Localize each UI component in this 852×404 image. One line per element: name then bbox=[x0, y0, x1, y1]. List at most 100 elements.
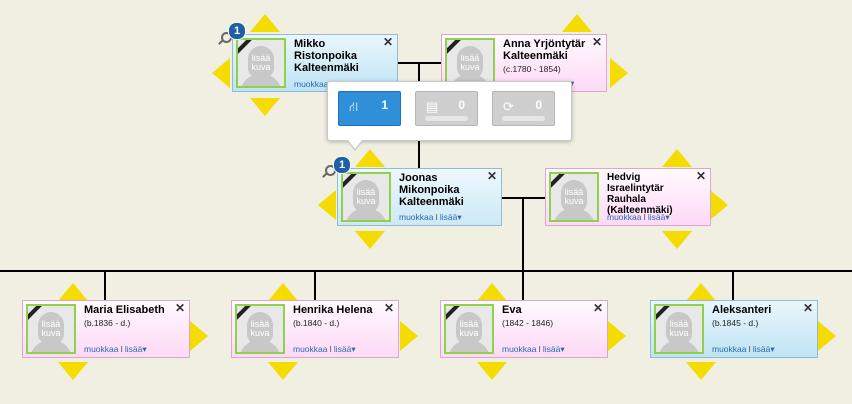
add-photo-label: lisää bbox=[564, 187, 584, 197]
navigate-right-arrow[interactable] bbox=[400, 321, 418, 351]
child-line-2 bbox=[314, 270, 316, 300]
more-dropdown-icon[interactable]: ▾ bbox=[770, 344, 775, 354]
edit-link[interactable]: muokkaa bbox=[293, 344, 328, 354]
navigate-down-arrow[interactable] bbox=[477, 362, 507, 380]
add-photo-label: lisää bbox=[459, 319, 479, 329]
progress-bar bbox=[502, 116, 545, 121]
child-line-4 bbox=[732, 270, 734, 300]
close-icon[interactable]: ✕ bbox=[383, 301, 394, 315]
add-photo-label: kuva bbox=[251, 62, 271, 72]
close-icon[interactable]: ✕ bbox=[382, 35, 393, 49]
person-name[interactable]: Aleksanteri bbox=[712, 304, 772, 316]
more-link[interactable]: lisää bbox=[752, 344, 771, 354]
more-dropdown-icon[interactable]: ▾ bbox=[665, 212, 670, 222]
navigate-up-arrow[interactable] bbox=[268, 283, 298, 301]
more-link[interactable]: lisää bbox=[333, 344, 352, 354]
navigate-right-arrow[interactable] bbox=[608, 321, 626, 351]
documents-count: 0 bbox=[458, 98, 465, 112]
close-icon[interactable]: ✕ bbox=[174, 301, 185, 315]
close-icon[interactable]: ✕ bbox=[591, 35, 602, 49]
add-photo-label: lisää bbox=[356, 187, 376, 197]
close-icon[interactable]: ✕ bbox=[695, 169, 706, 183]
more-dropdown-icon[interactable]: ▾ bbox=[142, 344, 147, 354]
card-links: ▾ bbox=[570, 78, 574, 89]
close-icon[interactable]: ✕ bbox=[592, 301, 603, 315]
sync-button[interactable]: ⟳ 0 bbox=[492, 91, 555, 126]
navigate-down-arrow[interactable] bbox=[250, 98, 280, 116]
more-link[interactable]: lisää bbox=[542, 344, 561, 354]
edit-link[interactable]: muokkaa bbox=[712, 344, 747, 354]
documents-button[interactable]: ▤ 0 bbox=[415, 91, 478, 126]
navigate-up-arrow[interactable] bbox=[58, 283, 88, 301]
notification-badge[interactable]: 1 bbox=[333, 156, 351, 174]
navigate-right-arrow[interactable] bbox=[190, 321, 208, 351]
navigate-left-arrow[interactable] bbox=[212, 58, 230, 88]
person-name[interactable]: Maria Elisabeth bbox=[84, 304, 165, 316]
close-icon[interactable]: ✕ bbox=[486, 169, 497, 183]
person-name[interactable]: Eva bbox=[502, 304, 522, 316]
navigate-right-arrow[interactable] bbox=[610, 58, 628, 88]
navigate-up-arrow[interactable] bbox=[662, 149, 692, 167]
navigate-up-arrow[interactable] bbox=[477, 283, 507, 301]
progress-bar bbox=[425, 116, 468, 121]
close-icon[interactable]: ✕ bbox=[802, 301, 813, 315]
add-photo-label: lisää bbox=[41, 319, 61, 329]
more-link[interactable]: lisää bbox=[439, 212, 458, 222]
family-tree-button[interactable]: ⛙ 1 bbox=[338, 91, 401, 126]
edit-link[interactable]: muokkaa bbox=[502, 344, 537, 354]
notification-badge[interactable]: 1 bbox=[228, 22, 246, 40]
add-photo-label: kuva bbox=[459, 328, 479, 338]
navigate-down-arrow[interactable] bbox=[58, 362, 88, 380]
sync-count: 0 bbox=[535, 98, 542, 112]
more-dropdown-icon[interactable]: ▾ bbox=[457, 212, 462, 222]
person-dates: (b.1836 - d.) bbox=[84, 318, 131, 328]
edit-link[interactable]: muokkaa bbox=[607, 212, 642, 222]
more-dropdown-icon[interactable]: ▾ bbox=[351, 344, 356, 354]
card-links: muokkaa bbox=[294, 79, 329, 89]
add-photo-label: lisää bbox=[251, 53, 271, 63]
person-name[interactable]: Henrika Helena bbox=[293, 304, 373, 316]
navigate-down-arrow[interactable] bbox=[662, 231, 692, 249]
parents-descent-line bbox=[522, 197, 524, 270]
edit-link[interactable]: muokkaa bbox=[84, 344, 119, 354]
more-link[interactable]: lisää bbox=[647, 212, 666, 222]
navigate-up-arrow[interactable] bbox=[686, 283, 716, 301]
edit-link[interactable]: muokkaa bbox=[294, 79, 329, 89]
more-link[interactable]: lisää bbox=[124, 344, 143, 354]
navigate-down-arrow[interactable] bbox=[268, 362, 298, 380]
navigate-down-arrow[interactable] bbox=[686, 362, 716, 380]
navigate-up-arrow[interactable] bbox=[562, 14, 592, 32]
relations-popup: ⛙ 1 ▤ 0 ⟳ 0 bbox=[327, 81, 572, 151]
navigate-up-arrow[interactable] bbox=[355, 149, 385, 167]
more-dropdown-icon[interactable]: ▾ bbox=[570, 78, 575, 88]
add-photo-label: lisää bbox=[460, 53, 480, 63]
child-line-1 bbox=[104, 270, 106, 300]
navigate-left-arrow[interactable] bbox=[318, 190, 336, 220]
navigate-down-arrow[interactable] bbox=[355, 231, 385, 249]
more-dropdown-icon[interactable]: ▾ bbox=[560, 344, 565, 354]
navigate-right-arrow[interactable] bbox=[818, 321, 836, 351]
add-photo-label: kuva bbox=[669, 328, 689, 338]
edit-link[interactable]: muokkaa bbox=[399, 212, 434, 222]
navigate-right-arrow[interactable] bbox=[710, 190, 728, 220]
navigate-up-arrow[interactable] bbox=[250, 14, 280, 32]
